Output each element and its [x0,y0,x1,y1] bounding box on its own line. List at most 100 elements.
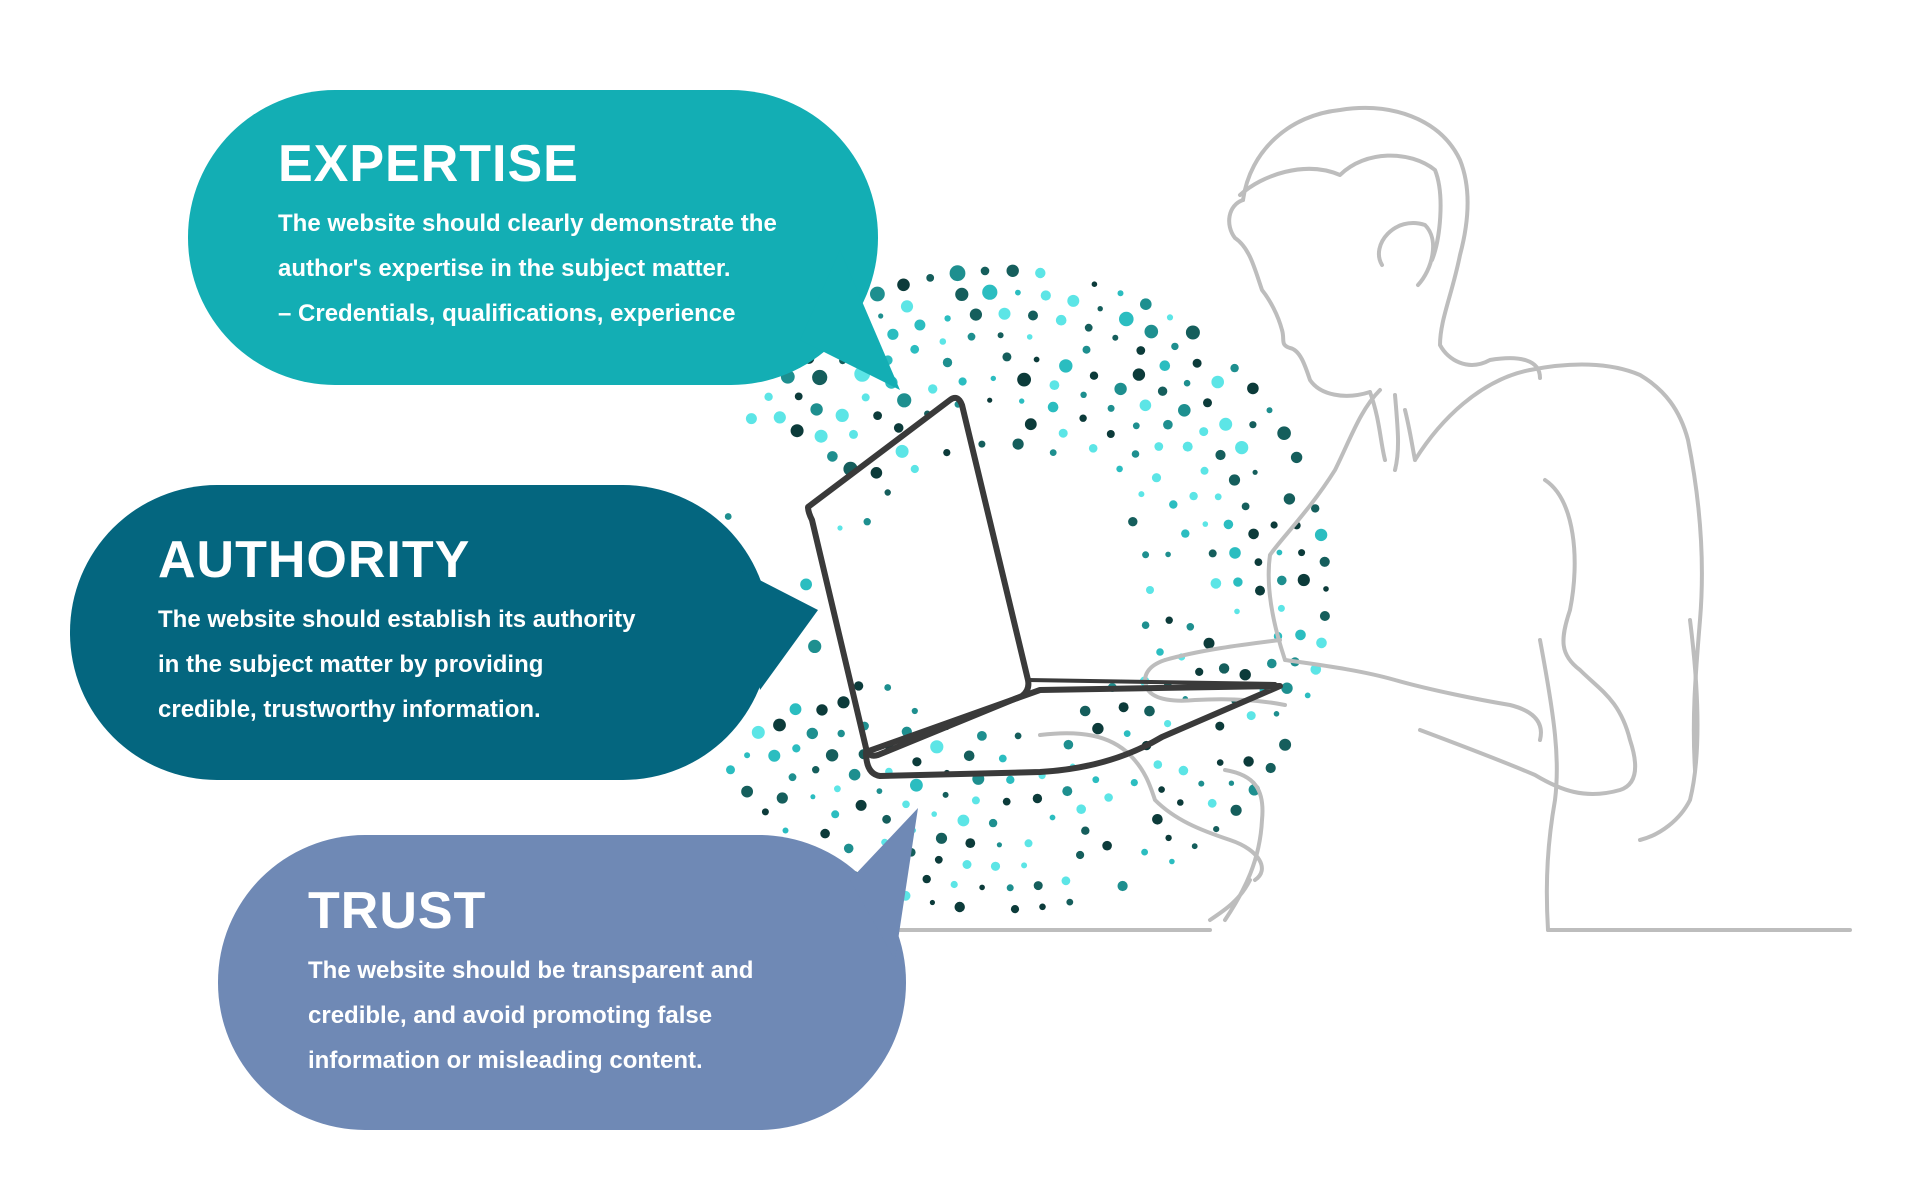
swirl-dot [988,818,998,828]
swirl-dot [724,513,732,520]
trust-content: TRUST The website should be transparent … [308,882,753,1083]
swirl-dot [1311,504,1320,513]
swirl-dot [1229,547,1241,559]
swirl-dot [825,749,839,762]
swirl-dot [1080,391,1087,398]
swirl-dot [943,449,951,457]
swirl-dot [955,287,969,301]
swirl-dot [1063,739,1074,750]
swirl-dot [1169,858,1175,865]
swirl-dot [1114,382,1127,396]
swirl-dot [1144,324,1159,339]
forearm-outline [1163,638,1543,742]
swirl-dot [931,811,937,817]
swirl-dot [1210,578,1222,589]
swirl-dot [939,338,947,345]
swirl-dot [1076,804,1086,814]
swirl-dot [1116,465,1123,473]
swirl-dot [1248,528,1259,540]
swirl-dot [934,855,943,864]
swirl-dot [1157,386,1168,396]
swirl-dot [1203,398,1212,408]
swirl-dot [1165,834,1172,842]
swirl-dot [843,843,854,854]
swirl-dot [1235,441,1249,455]
swirl-dot [1218,663,1230,674]
swirl-dot [1141,848,1148,856]
swirl-dot [1266,407,1273,414]
swirl-dot [990,861,1001,871]
swirl-dot [1213,826,1220,833]
swirl-dot [1152,814,1163,825]
head-outline [1241,106,1542,380]
swirl-dot [1316,637,1327,649]
swirl-dot [1228,780,1235,786]
swirl-dot [884,684,892,691]
swirl-dot [1319,611,1330,621]
shirt-tail-outline [1538,638,1559,932]
face-outline [1227,198,1372,398]
swirl-dot [1183,379,1191,387]
swirl-dot [1026,334,1033,340]
swirl-dot [1015,289,1021,296]
swirl-dot [1267,658,1277,669]
swirl-dot [1230,363,1239,373]
swirl-dot [962,860,972,869]
swirl-dot [1228,474,1241,486]
swirl-dot [963,750,975,762]
swirl-dot [977,731,987,741]
swirl-dot [1006,264,1019,277]
swirl-dot [1186,623,1195,631]
swirl-dot [764,392,773,401]
authority-line: The website should establish its authori… [158,606,636,633]
swirl-dot [1141,621,1150,629]
swirl-dot [1119,311,1134,327]
laptop-base [863,683,1283,779]
swirl-dot [790,424,804,438]
swirl-dot [744,752,751,759]
swirl-dot [997,332,1004,339]
swirl-dot [800,578,812,591]
swirl-dot [1199,427,1209,437]
swirl-dot [1130,779,1138,787]
swirl-dot [812,369,828,386]
swirl-dot [1076,850,1085,860]
swirl-dot [773,411,786,424]
swirl-dot [979,884,985,891]
swirl-dot [768,749,781,762]
swirl-dot [1192,358,1202,368]
laptop-hinge [1026,678,1277,686]
swirl-dot [751,725,765,739]
swirl-dot [816,704,828,716]
trust-bubble-tail [850,808,918,960]
swirl-dot [834,785,841,793]
swirl-dot [967,332,976,341]
swirl-dot [1091,281,1098,288]
swirl-dot [773,718,786,732]
swirl-dot [1146,586,1154,594]
swirl-dot [942,357,953,368]
arm-outline [1418,478,1638,797]
swirl-dot [1154,442,1164,451]
swirl-dot [1177,799,1184,806]
swirl-dot [1158,786,1165,793]
swirl-dot [1273,711,1280,717]
swirl-dot [1215,449,1226,461]
swirl-dot [1203,637,1215,649]
swirl-dot [1035,267,1046,279]
swirl-dot [1247,382,1259,395]
swirl-dot [789,703,802,716]
swirl-dot [950,880,958,889]
swirl-dot [965,838,976,848]
swirl-dot [1049,380,1060,390]
swirl-dot [1195,667,1204,677]
swirl-dot [1181,529,1190,538]
swirl-dot [814,429,828,443]
expertise-line: – Credentials, qualifications, experienc… [278,300,736,327]
lower-hand-outline [1038,731,1264,882]
swirl-dot [1132,422,1140,430]
swirl-dot [855,799,867,811]
swirl-dot [1107,404,1115,412]
swirl-dot [1277,604,1285,612]
